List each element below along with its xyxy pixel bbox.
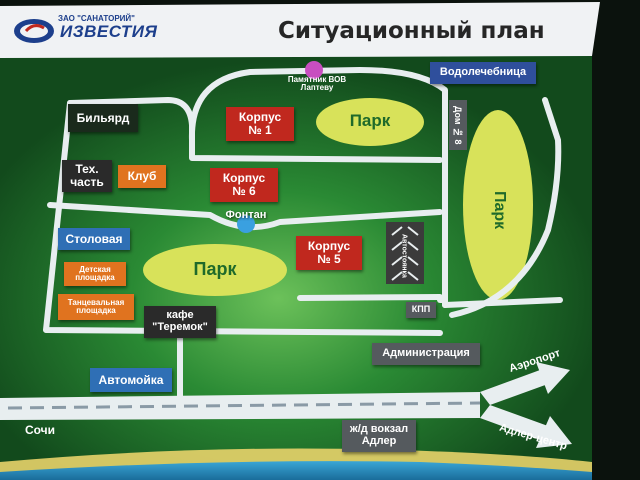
fountain-label: Фонтан [225,209,267,221]
building-checkpoint: КПП [406,302,436,318]
park-right-label: Парк [491,190,508,230]
park-right-blob [463,110,533,300]
building-cafe-teremok: кафе "Теремок" [144,306,216,338]
building-korpus-5: Корпус № 5 [296,236,362,270]
logo-company-prefix: ЗАО "САНАТОРИЙ" [58,14,135,23]
building-tech: Тех. часть [62,160,112,192]
building-administration: Администрация [372,343,480,365]
park-top-blob [316,98,424,146]
parking-area [386,222,424,284]
building-dance-floor: Танцевальная площадка [58,294,134,320]
monument-dot [305,61,323,79]
parking-label: Автостоянка [400,234,408,278]
logo-company-name: ИЗВЕСТИЯ [60,22,158,41]
parking-stripes [391,226,419,281]
page-title: Ситуационный план [278,18,545,44]
monument-label: Памятник ВОВ Лаптеву [287,75,347,93]
building-hydrotherapy: Водолечебница [430,62,536,84]
building-billiard: Бильярд [68,104,138,132]
direction-railway-station: ж/д вокзал Адлер [342,420,416,452]
building-club: Клуб [118,165,166,188]
park-top-label: Парк [349,111,391,130]
fountain-dot [237,215,255,233]
main-highway [0,362,572,448]
building-korpus-1: Корпус № 1 [226,107,294,141]
park-mid-blob [143,244,287,296]
sea [0,461,592,480]
direction-sochi: Сочи [24,423,56,437]
header-strip [0,2,600,58]
building-car-wash: Автомойка [90,368,172,392]
building-kids-playground: Детская площадка [64,262,126,286]
building-canteen: Столовая [58,228,130,250]
park-mid-label: Парк [193,259,237,279]
building-house-8: Дом № 8 [449,100,467,150]
building-korpus-6: Корпус № 6 [210,168,278,202]
